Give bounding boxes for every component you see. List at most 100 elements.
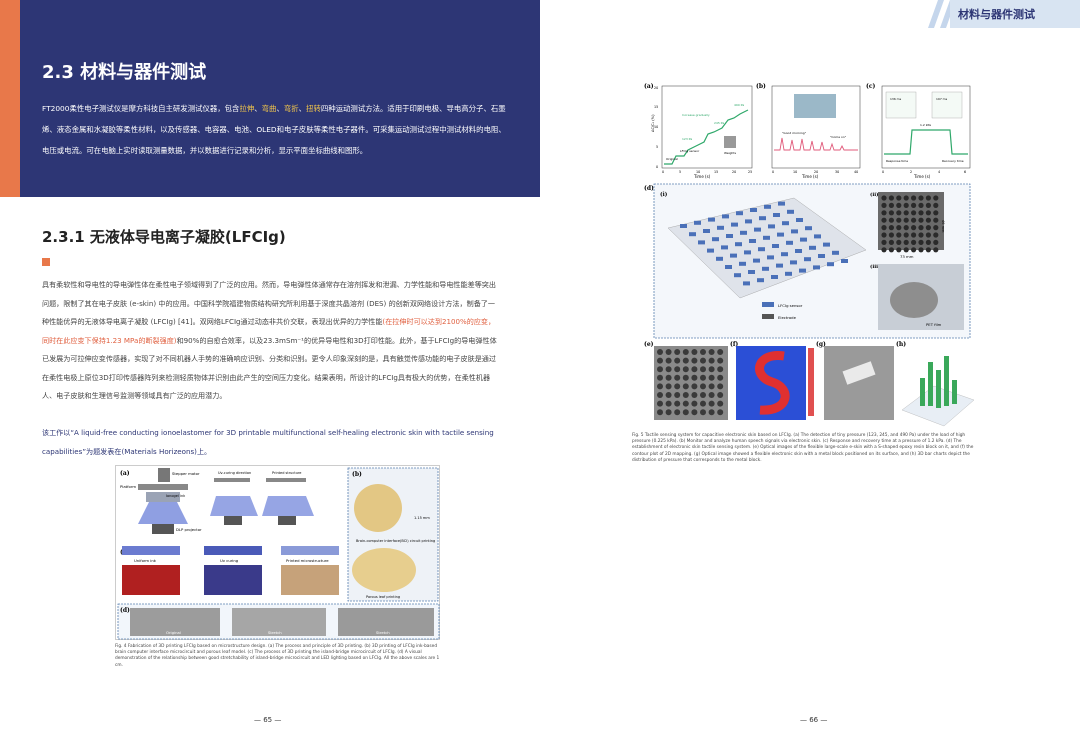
grid-dot bbox=[911, 247, 917, 253]
tick-label: 0 bbox=[662, 170, 664, 174]
grid-dot bbox=[665, 349, 672, 355]
panel-a-p3: 490 Pa bbox=[734, 103, 744, 107]
grid-dot bbox=[691, 374, 698, 381]
grid-dot bbox=[674, 374, 681, 381]
panel-e-dot-grid bbox=[657, 349, 724, 416]
sensor-cell bbox=[787, 209, 794, 214]
sensor-cell bbox=[731, 222, 738, 227]
grid-dot bbox=[918, 232, 924, 238]
sensor-cell bbox=[716, 256, 723, 261]
grid-dot bbox=[657, 374, 663, 381]
grid-dot bbox=[881, 195, 887, 201]
grid-dot bbox=[911, 195, 917, 201]
grid-dot bbox=[925, 202, 931, 208]
tick-label: 5 bbox=[679, 170, 681, 174]
panel-a-original-label: Original bbox=[666, 157, 678, 161]
fig5-label-d-i: (i) bbox=[660, 191, 668, 198]
grid-dot bbox=[911, 239, 917, 245]
intro-keyword-stretch: 拉伸 bbox=[239, 104, 255, 113]
sensor-cell bbox=[739, 261, 746, 266]
grid-dot bbox=[903, 210, 909, 216]
tick-label: 0 bbox=[656, 165, 658, 169]
panel-a-curve bbox=[664, 109, 749, 165]
fig4-uvcuring-label: Uv curing bbox=[220, 558, 239, 563]
tick-label: 15 bbox=[654, 105, 658, 109]
grid-dot bbox=[881, 225, 887, 231]
sensor-cell bbox=[776, 263, 783, 268]
grid-dot bbox=[700, 349, 706, 355]
fig4-scale-label: 1.15 mm bbox=[414, 516, 430, 520]
grid-dot bbox=[903, 232, 909, 238]
grid-dot bbox=[918, 239, 924, 245]
fig5-label-b: (b) bbox=[756, 83, 766, 90]
subsection-marker bbox=[42, 258, 50, 266]
grid-dot bbox=[691, 349, 698, 355]
fig5-label-e: (e) bbox=[644, 341, 654, 348]
d-iii-pet: PET film bbox=[926, 322, 942, 327]
legend-electrode-label: Electrode bbox=[778, 315, 797, 320]
mid-projector bbox=[224, 516, 242, 525]
tick-label: 20 bbox=[732, 170, 736, 174]
tick-label: 10 bbox=[654, 125, 658, 129]
grid-dot bbox=[674, 409, 681, 416]
intro-sep: 、 bbox=[254, 104, 262, 113]
sensor-cell bbox=[771, 275, 778, 279]
grid-dot bbox=[933, 217, 939, 223]
sensor-cell bbox=[785, 271, 792, 276]
d-ii-height: 46 mm bbox=[941, 220, 945, 233]
grid-dot bbox=[717, 409, 724, 416]
grid-dot bbox=[665, 400, 672, 407]
ink-vat bbox=[146, 492, 180, 502]
sensor-cell bbox=[781, 252, 788, 257]
sensor-cell bbox=[750, 208, 757, 212]
sensor-cell bbox=[800, 237, 807, 242]
grid-dot bbox=[665, 392, 672, 398]
panel-b-chart: "Good morning" "Come on" Time (s) 0 10 2… bbox=[771, 85, 861, 179]
panel-c-ms2: 197 ms bbox=[936, 97, 948, 101]
tick-label: 0 bbox=[882, 170, 884, 174]
grid-dot bbox=[708, 366, 715, 373]
sensor-cell bbox=[735, 242, 742, 247]
fig4-dlp-label: DLP projector bbox=[176, 527, 202, 532]
grid-dot bbox=[717, 400, 724, 407]
sensor-cell bbox=[721, 245, 728, 250]
fig4-label-d: (d) bbox=[120, 607, 130, 614]
grid-dot bbox=[691, 392, 698, 398]
grid-dot bbox=[717, 392, 724, 398]
d-ii-dot-grid bbox=[881, 195, 939, 253]
sensor-cell bbox=[796, 218, 803, 222]
sensor-cell bbox=[726, 234, 733, 238]
bar-3d bbox=[920, 378, 925, 406]
panel-c-inset-2 bbox=[931, 91, 963, 119]
sensor-cell bbox=[764, 204, 771, 209]
sensor-cell bbox=[758, 247, 765, 252]
grid-dot bbox=[674, 357, 681, 364]
grid-dot bbox=[665, 409, 672, 416]
sensor-cell bbox=[759, 216, 766, 221]
fig5-label-h: (h) bbox=[896, 341, 906, 348]
sensor-cell bbox=[813, 265, 820, 270]
intro-keyword-bend: 弯曲 bbox=[261, 104, 277, 113]
grid-dot bbox=[881, 239, 887, 245]
grid-dot bbox=[933, 239, 939, 245]
microstructure-photo bbox=[281, 565, 339, 595]
grid-dot bbox=[918, 247, 924, 253]
grid-dot bbox=[888, 247, 894, 253]
figure-5: (a) ΔC/C₀ (%) Time (s) Increase graduall… bbox=[644, 83, 974, 427]
sensor-cell bbox=[778, 201, 785, 206]
sensor-cell bbox=[777, 232, 784, 237]
sensor-cell bbox=[782, 221, 789, 226]
grid-dot bbox=[888, 217, 894, 223]
panel-c-curve bbox=[884, 129, 968, 155]
bar-3d bbox=[944, 356, 949, 406]
panel-a-p1: 123 Pa bbox=[682, 137, 692, 141]
panel-a-sensor-label: LFCIg sensor bbox=[680, 149, 700, 153]
right-beam bbox=[262, 496, 314, 516]
panel-c-ms1: 136 ms bbox=[890, 97, 902, 101]
tick-label: 6 bbox=[964, 170, 966, 174]
body-text-1: 具有柔软性和导电性的导电弹性体在柔性电子领域得到了广泛的应用。然而，导电弹性体通… bbox=[42, 280, 496, 326]
panel-c-kpa: 1.2 kPa bbox=[920, 123, 931, 127]
tick-label: 25 bbox=[748, 170, 752, 174]
grid-dot bbox=[903, 217, 909, 223]
